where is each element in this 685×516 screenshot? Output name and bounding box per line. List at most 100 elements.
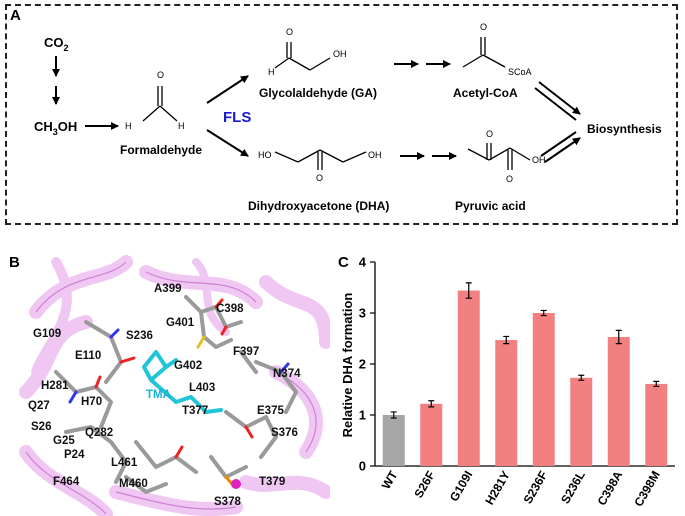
res-c398: C398 (216, 303, 244, 315)
res-g109: G109 (33, 328, 61, 340)
svg-text:O: O (286, 27, 293, 37)
glycolaldehyde-label: Glycolaldehyde (GA) (259, 86, 377, 100)
dha-structure: HO O OH (258, 149, 382, 183)
res-q282: Q282 (85, 427, 113, 439)
arrow-bio-1a (538, 81, 581, 115)
res-g402: G402 (174, 360, 202, 372)
panel-b-structure: B (9, 252, 330, 516)
res-e110: E110 (75, 350, 101, 362)
error-bar-h281y (503, 335, 510, 345)
res-a399: A399 (154, 283, 182, 295)
bar-h281y (495, 340, 518, 466)
formaldehyde-structure: O H H (125, 70, 185, 131)
ligand-label: TMA (146, 389, 171, 401)
arrow-bio-2b (540, 131, 577, 157)
svg-text:H: H (268, 67, 275, 77)
arrow-to-ga (206, 75, 249, 104)
x-tick-label: S26F (411, 469, 437, 501)
svg-text:O: O (480, 22, 487, 32)
svg-text:H: H (178, 121, 185, 131)
co2-label: CO (44, 35, 64, 50)
error-bar-s26f (428, 400, 435, 408)
formaldehyde-label: Formaldehyde (120, 143, 202, 157)
bar-g109i (457, 290, 480, 466)
res-p24: P24 (64, 449, 85, 461)
svg-text:OH: OH (333, 49, 347, 59)
y-tick-label: 4 (359, 255, 367, 270)
svg-text:H: H (125, 121, 132, 131)
res-h281: H281 (41, 380, 69, 392)
acetyl-coa-label: Acetyl-CoA (453, 86, 518, 100)
res-t379: T379 (259, 476, 285, 488)
x-tick-label: C398M (631, 469, 662, 510)
res-f464: F464 (53, 476, 80, 488)
pathway-scheme: A CO2 CH3OH O H H Formaldehyde FLS O H O… (10, 7, 662, 213)
svg-text:OH: OH (368, 150, 382, 160)
res-h70: H70 (81, 396, 102, 408)
bar-c398a (607, 336, 630, 466)
svg-text:O: O (506, 174, 513, 184)
panel-c-label: C (338, 254, 349, 271)
y-axis-label: Relative DHA formation (340, 293, 355, 438)
chart-bars (382, 282, 668, 466)
ligand-tma (142, 350, 223, 414)
bar-s236f (532, 313, 555, 466)
bar-s26f (420, 403, 443, 466)
arrow-to-dha (206, 129, 249, 157)
arrow-bio-1b (534, 87, 577, 121)
bar-s236l (570, 377, 593, 466)
y-tick-label: 3 (359, 306, 366, 321)
y-tick-label: 2 (359, 357, 366, 372)
glycolaldehyde-structure: O H OH (268, 27, 347, 77)
svg-text:O: O (157, 70, 164, 80)
error-bar-s236f (540, 309, 547, 317)
x-tick-label: WT (379, 468, 401, 492)
methanol-label: CH (34, 119, 53, 134)
x-tick-label: S236F (521, 469, 551, 507)
error-bar-g109i (465, 282, 472, 299)
arrow-bio-2a (544, 137, 581, 163)
panel-a-label: A (10, 7, 21, 24)
error-bar-s236l (578, 374, 585, 381)
res-l403: L403 (189, 382, 215, 394)
bar-wt (382, 415, 405, 466)
svg-text:CO2: CO2 (44, 35, 69, 53)
res-s236: S236 (126, 330, 153, 342)
res-g401: G401 (166, 317, 195, 329)
res-f397: F397 (233, 346, 259, 358)
res-t377: T377 (182, 405, 208, 417)
panel-b-label: B (9, 254, 20, 271)
enzyme-label: FLS (223, 109, 251, 126)
svg-text:O: O (486, 129, 493, 139)
dha-label: Dihydroxyacetone (DHA) (248, 199, 389, 213)
error-bar-c398m (653, 380, 660, 388)
y-tick-label: 1 (359, 408, 366, 423)
acetyl-coa-structure: O SCoA (462, 22, 532, 77)
svg-text:CH3OH: CH3OH (34, 119, 77, 137)
svg-text:OH: OH (532, 155, 546, 165)
panel-a-frame (5, 4, 678, 225)
res-n374: N374 (273, 368, 301, 380)
x-tick-label: H281Y (482, 469, 512, 508)
x-tick-label: C398A (595, 468, 626, 508)
res-s378: S378 (214, 496, 241, 508)
pyruvic-structure: O O OH (467, 129, 546, 184)
res-s376: S376 (271, 427, 298, 439)
pyruvic-label: Pyruvic acid (455, 199, 526, 213)
res-g25: G25 (53, 435, 75, 447)
metal-ion (231, 479, 241, 489)
res-s26: S26 (31, 421, 51, 433)
svg-text:SCoA: SCoA (508, 67, 532, 77)
res-l461: L461 (111, 457, 138, 469)
error-bar-c398a (615, 329, 622, 345)
bar-c398m (645, 383, 668, 466)
error-bar-wt (390, 411, 397, 419)
x-tick-label: S236L (558, 469, 588, 507)
res-q27: Q27 (28, 400, 50, 412)
svg-text:O: O (316, 173, 323, 183)
svg-text:HO: HO (258, 150, 272, 160)
x-tick-label: G109I (447, 469, 475, 504)
res-e375: E375 (257, 405, 284, 417)
